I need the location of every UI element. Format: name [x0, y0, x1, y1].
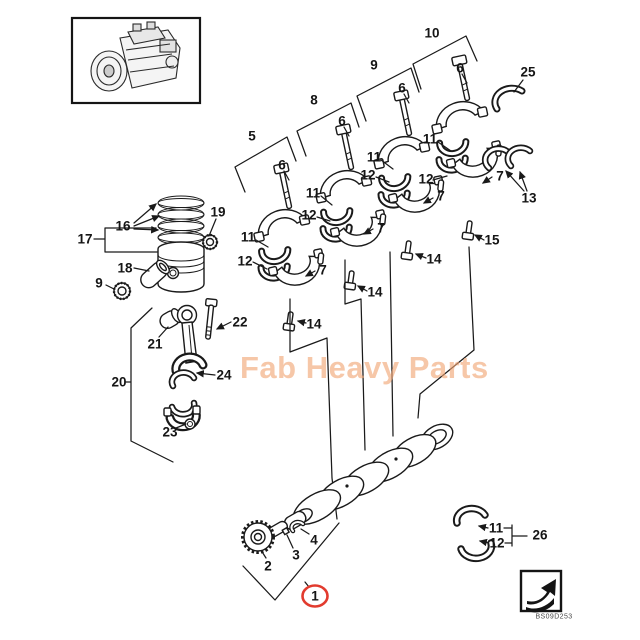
- piston-rings: [157, 195, 205, 245]
- cap-bolt-14-g9: [400, 239, 416, 261]
- callout-group-5: 5: [248, 128, 256, 144]
- callout-7-g8: 7: [377, 220, 385, 236]
- callout-26: 26: [532, 527, 548, 543]
- cap-bolt-15: [461, 219, 477, 241]
- rod-bolt: [204, 298, 218, 340]
- crankshaft: [267, 423, 454, 538]
- callout-group-9: 9: [370, 57, 378, 73]
- callout-6-g5: 6: [278, 157, 286, 173]
- callout-4: 4: [310, 532, 318, 548]
- callout-13: 13: [521, 190, 537, 206]
- connecting-rod: [171, 304, 208, 376]
- piston: [157, 241, 205, 293]
- watermark: Fab Heavy Parts: [240, 350, 489, 385]
- callout-group-10: 10: [424, 25, 440, 41]
- callout-21: 21: [147, 336, 163, 352]
- bearing-group-5: [241, 159, 330, 292]
- callout-6-g8: 6: [338, 113, 346, 129]
- callout-11-g5: 11: [240, 229, 256, 245]
- pin-ring: [112, 281, 132, 301]
- woodruff-key: [281, 526, 291, 536]
- callout-12-g8: 12: [301, 207, 317, 223]
- callout-12-g9: 12: [360, 167, 376, 183]
- engine-thumbnail: [70, 16, 202, 105]
- callout-14-g5: 14: [306, 316, 322, 332]
- rod-bearing-shells: [168, 369, 198, 418]
- callout-24: 24: [216, 367, 232, 383]
- crank-gear: [241, 520, 275, 554]
- rear-shells-26: [452, 504, 496, 563]
- callout-14-g8: 14: [367, 284, 383, 300]
- callout-12-g5: 12: [237, 253, 253, 269]
- callout-11-rear: 11: [488, 520, 504, 536]
- callout-9-pin: 9: [95, 275, 103, 291]
- callout-12-g10: 12: [418, 171, 434, 187]
- callout-23: 23: [162, 424, 178, 440]
- callout-7-g5: 7: [319, 262, 327, 278]
- callout-16: 16: [115, 218, 131, 234]
- callout-3: 3: [292, 547, 300, 563]
- callout-7-g10: 7: [496, 168, 504, 184]
- leader-lines: [93, 35, 528, 601]
- callout-6-g10: 6: [456, 60, 464, 76]
- highlight-circle: [301, 584, 329, 608]
- callout-11-g9: 11: [366, 149, 382, 165]
- callout-18: 18: [117, 260, 133, 276]
- nav-arrow-icon: [519, 569, 563, 613]
- callout-22: 22: [232, 314, 248, 330]
- cap-bolt-14-g8: [343, 269, 359, 291]
- callout-19: 19: [210, 204, 226, 220]
- circlip: [201, 233, 219, 251]
- callout-6-g9: 6: [398, 80, 406, 96]
- rod-nut: [184, 418, 196, 430]
- callout-14-g9: 14: [426, 251, 442, 267]
- callout-11-g8: 11: [305, 185, 321, 201]
- doc-code: BS09D253: [535, 613, 573, 621]
- callout-15: 15: [484, 232, 500, 248]
- callout-20: 20: [111, 374, 127, 390]
- piston-pin: [140, 259, 170, 289]
- callout-group-8: 8: [310, 92, 318, 108]
- callout-17: 17: [77, 231, 93, 247]
- callout-25: 25: [520, 64, 536, 80]
- callout-12-rear: 12: [489, 535, 505, 551]
- crank-washer: [289, 519, 306, 534]
- thrust-washers-13: [481, 144, 534, 172]
- callout-2: 2: [264, 558, 272, 574]
- callout-7-g9: 7: [437, 188, 445, 204]
- callout-11-g10: 11: [422, 131, 438, 147]
- thrust-washer-25: [491, 84, 526, 113]
- callout-1-highlighted: 1: [311, 588, 319, 604]
